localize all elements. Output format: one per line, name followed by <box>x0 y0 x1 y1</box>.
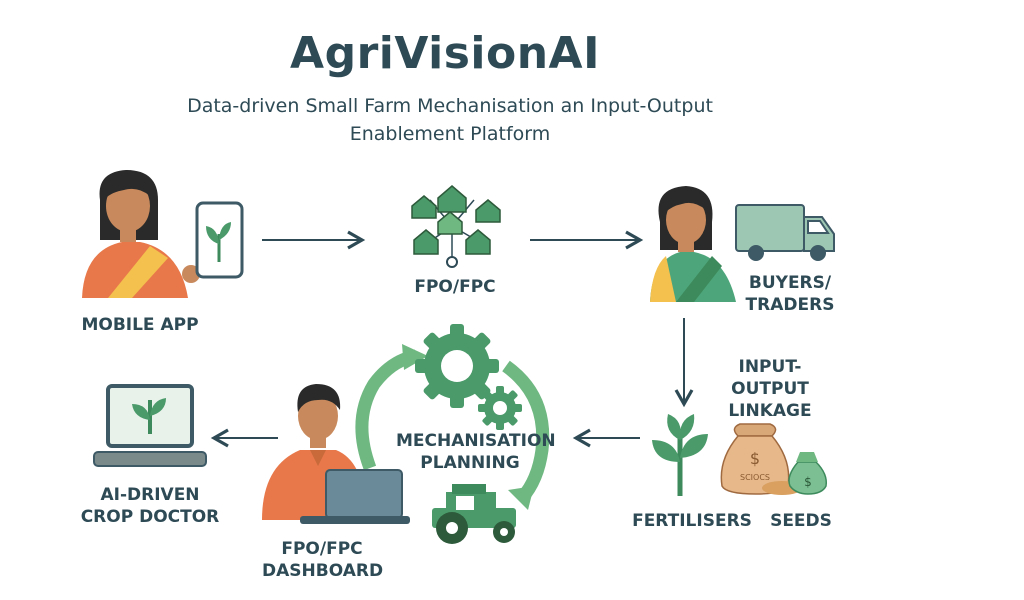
village-network-icon <box>412 186 500 267</box>
seedling-icon <box>652 414 708 496</box>
money-bag-text: SCIOCS <box>740 473 770 482</box>
seed-bag-icon: $ <box>789 452 826 494</box>
label-buyers-traders: BUYERS/ TRADERS <box>745 272 835 316</box>
label-mobile-app: MOBILE APP <box>70 314 210 336</box>
smartphone-icon <box>197 203 242 277</box>
farmer-man-icon <box>262 384 410 524</box>
label-mechanisation-planning: MECHANISATION PLANNING <box>396 430 544 474</box>
label-fpo-fpc: FPO/FPC <box>400 276 510 298</box>
label-ai-crop-doctor: AI-DRIVEN CROP DOCTOR <box>72 484 228 528</box>
money-bag-dollar: $ <box>750 449 760 468</box>
label-input-output-linkage: INPUT-OUTPUT LINKAGE <box>700 356 840 422</box>
label-fertilisers: FERTILISERS <box>628 510 756 532</box>
trader-woman-icon <box>650 186 736 302</box>
svg-text:$: $ <box>804 475 812 489</box>
laptop-icon <box>94 386 206 466</box>
tractor-icon <box>432 484 516 544</box>
truck-icon <box>736 205 834 260</box>
label-seeds: SEEDS <box>766 510 836 532</box>
label-fpo-fpc-dashboard: FPO/FPC DASHBOARD <box>262 538 382 582</box>
small-gear-icon <box>478 386 522 430</box>
farmer-woman-icon <box>82 170 200 298</box>
